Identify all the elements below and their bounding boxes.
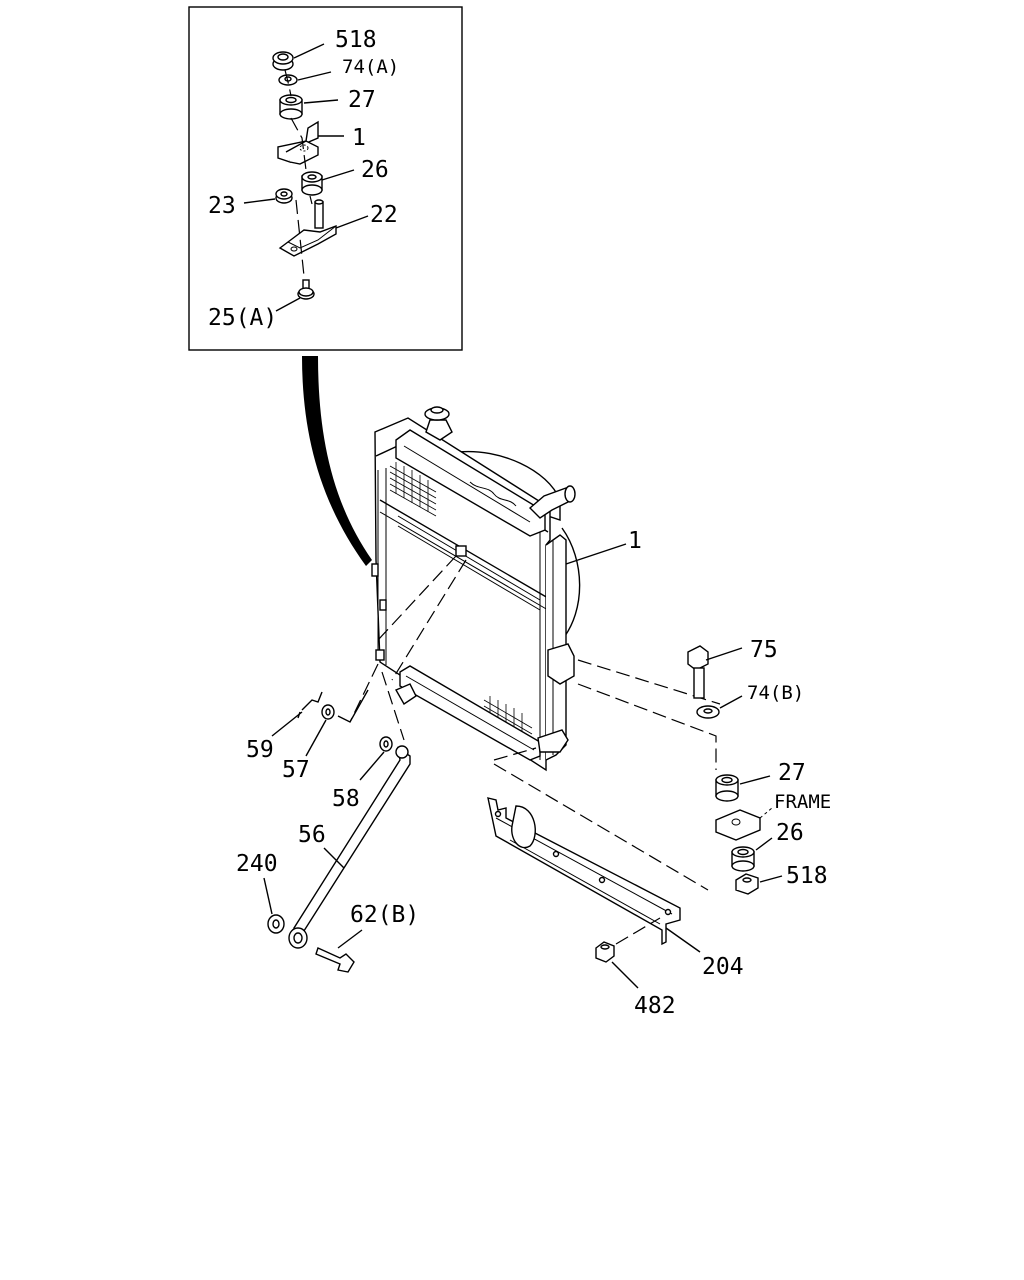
nut-518 bbox=[735, 873, 783, 895]
inset-label-518: 518 bbox=[335, 27, 377, 53]
inset-nut-518 bbox=[272, 43, 325, 71]
inset-label-26: 26 bbox=[361, 157, 389, 183]
label-bolt-482: 482 bbox=[634, 993, 676, 1019]
inset-label-25a: 25(A) bbox=[208, 305, 277, 331]
frame-plate bbox=[715, 807, 773, 841]
radiator-upper-neck bbox=[528, 485, 576, 519]
inset-bolt-25a bbox=[275, 279, 315, 312]
label-frame: FRAME bbox=[774, 791, 831, 813]
inset-label-74a: 74(A) bbox=[342, 56, 399, 78]
radiator-assembly bbox=[371, 406, 581, 772]
label-radiator-1: 1 bbox=[628, 528, 642, 554]
washer-74b bbox=[696, 695, 743, 719]
right-mount-parts bbox=[577, 645, 783, 895]
label-cover-204: 204 bbox=[702, 954, 744, 980]
label-rubber-27: 27 bbox=[778, 760, 806, 786]
inset-rubber-26 bbox=[301, 169, 355, 196]
label-washer-74b: 74(B) bbox=[747, 682, 804, 704]
inset-label-1: 1 bbox=[352, 125, 366, 151]
bolt-482 bbox=[595, 917, 661, 989]
label-washer-57: 57 bbox=[282, 757, 310, 783]
inset-bracket-1 bbox=[277, 120, 344, 165]
rubber-27 bbox=[715, 774, 771, 802]
label-washer-240: 240 bbox=[236, 851, 278, 877]
label-washer-58: 58 bbox=[332, 786, 360, 812]
label-rod-56: 56 bbox=[298, 822, 326, 848]
inset-leader-curve bbox=[302, 356, 372, 566]
label-bolt-62b: 62(B) bbox=[350, 902, 419, 928]
inset-rubber-27 bbox=[279, 94, 339, 120]
bolt-62b bbox=[288, 927, 355, 973]
stay-rod-assembly bbox=[263, 555, 467, 973]
label-bolt-75: 75 bbox=[750, 637, 778, 663]
inset-stud-bracket-22 bbox=[278, 199, 369, 257]
core-fins-top bbox=[389, 462, 437, 517]
label-clip-59: 59 bbox=[246, 737, 274, 763]
rubber-26 bbox=[731, 837, 773, 872]
bolt-75 bbox=[687, 645, 743, 699]
cover-plate-204 bbox=[487, 747, 709, 953]
inset-label-23: 23 bbox=[208, 193, 236, 219]
inset-washer-74a bbox=[278, 71, 332, 86]
inset-detail-box: 518 74(A) 27 1 26 23 22 25(A) bbox=[188, 6, 463, 351]
inset-label-22: 22 bbox=[370, 202, 398, 228]
label-rubber-26: 26 bbox=[776, 820, 804, 846]
inset-label-27: 27 bbox=[348, 87, 376, 113]
inset-nut-23 bbox=[243, 188, 293, 204]
label-nut-518: 518 bbox=[786, 863, 828, 889]
radiator-filler-cap bbox=[424, 406, 453, 441]
